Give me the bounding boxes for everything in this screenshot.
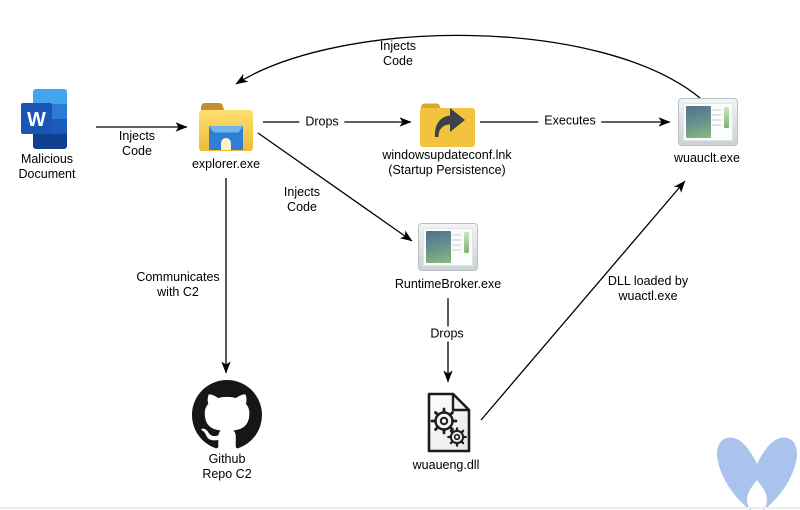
label-line: Code [383, 54, 413, 68]
word-document-icon: W [21, 89, 67, 149]
wuauclt-window-icon [678, 98, 738, 146]
edge-label-communicates-c2: Communicates with C2 [136, 270, 219, 300]
github-icon [192, 380, 262, 449]
edge-label-injects-code-1: Injects Code [119, 129, 155, 159]
label-line: windowsupdateconf.lnk [382, 148, 512, 162]
malicious-document-label: Malicious Document [19, 152, 76, 182]
bottom-divider [0, 507, 800, 509]
label-line: Injects [283, 185, 321, 199]
runtimebroker-window-icon [418, 223, 478, 271]
explorer-label: explorer.exe [191, 157, 261, 171]
edge-label-executes: Executes [538, 113, 602, 129]
wuaueng-label: wuaueng.dll [412, 458, 480, 472]
label-line: (Startup Persistence) [388, 163, 506, 177]
label-line: Code [287, 200, 317, 214]
label-line: wuactl.exe [618, 289, 678, 303]
label-line: Repo C2 [202, 467, 252, 481]
edge-wuauclt-to-explorer-curve [235, 34, 701, 99]
label-line: with C2 [157, 285, 199, 299]
edge-label-dll-loaded: DLL loaded by wuactl.exe [608, 274, 688, 304]
explorer-folder-icon [199, 102, 253, 151]
label-line: Injects [379, 39, 417, 53]
shortcut-arrow-glyph [434, 108, 465, 137]
gear-icon [430, 407, 458, 435]
label-line: DLL loaded by [607, 274, 689, 288]
edge-label-injects-code-2: Injects Code [284, 185, 320, 215]
wuauclt-label: wuauclt.exe [673, 151, 741, 165]
dll-gears-document-icon [427, 392, 471, 453]
label-line: Injects [118, 129, 156, 143]
edge-label-drops-1: Drops [299, 114, 345, 130]
runtimebroker-label: RuntimeBroker.exe [394, 277, 502, 291]
github-label: Github Repo C2 [202, 452, 251, 482]
shortcut-folder-icon [420, 103, 475, 147]
label-line: Communicates [136, 270, 220, 284]
label-line: Malicious [20, 152, 74, 166]
edge-explorer-to-runtimebroker [257, 132, 413, 242]
edge-label-drops-2: Drops [424, 326, 470, 342]
word-w-glyph: W [27, 109, 46, 131]
edge-wuaueng-to-wuauclt [480, 180, 686, 421]
label-line: Github [208, 452, 246, 466]
malwarebytes-logo-icon [717, 437, 797, 510]
gear-icon [447, 427, 467, 447]
label-line: Code [122, 144, 152, 158]
label-line: Document [18, 167, 76, 181]
lnk-label: windowsupdateconf.lnk (Startup Persisten… [382, 148, 511, 178]
edge-label-injects-code-top: Injects Code [380, 39, 416, 69]
